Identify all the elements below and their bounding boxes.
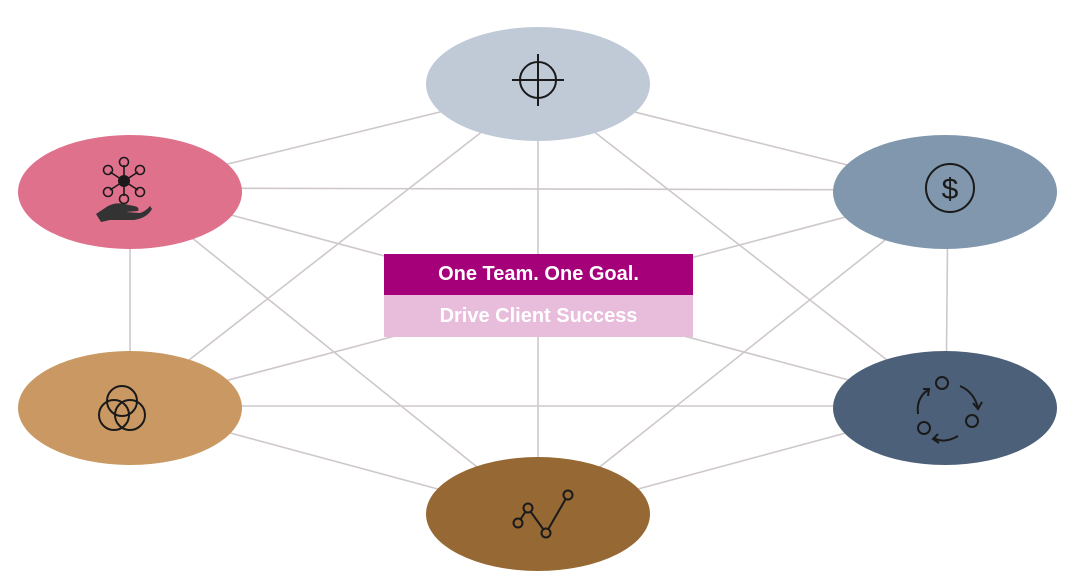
node-upper-left — [18, 135, 242, 249]
node-bottom — [426, 457, 650, 571]
connector-line — [129, 87, 539, 407]
line-graph-icon — [512, 489, 574, 539]
crosshair-icon — [512, 54, 564, 106]
connector-line — [537, 87, 947, 407]
center-subtitle: Drive Client Success — [384, 295, 693, 337]
svg-text:$: $ — [942, 173, 959, 206]
connector-line — [537, 189, 949, 517]
node-lower-right — [833, 351, 1057, 465]
connector-line — [129, 187, 949, 191]
hand-network-icon — [96, 156, 152, 222]
connector-line — [129, 187, 539, 517]
node-lower-left — [18, 351, 242, 465]
cycle-arrows-icon — [916, 376, 983, 444]
venn-circles-icon — [98, 385, 146, 431]
dollar-icon: $ — [925, 163, 975, 213]
node-upper-right — [833, 135, 1057, 249]
center-title: One Team. One Goal. — [384, 254, 693, 295]
